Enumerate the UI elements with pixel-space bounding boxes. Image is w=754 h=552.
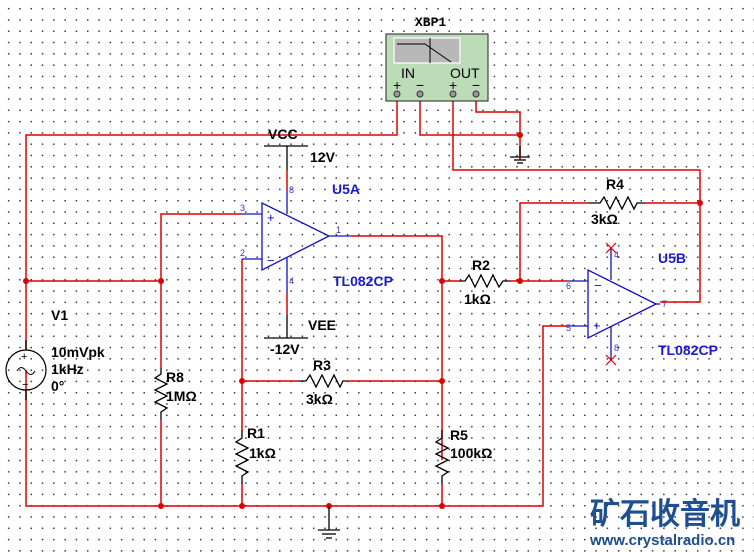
xbp-out-label: OUT bbox=[450, 65, 480, 81]
wire-ground-bus[interactable] bbox=[25, 325, 568, 507]
resistor-r4[interactable]: R4 3kΩ bbox=[588, 176, 645, 227]
vcc-label: VCC bbox=[268, 126, 298, 142]
pin-number: 8 bbox=[614, 343, 619, 353]
resistor-r5[interactable]: R5 100kΩ bbox=[434, 427, 492, 484]
xbp-in-label: IN bbox=[401, 65, 415, 81]
xbp-in-minus-label: − bbox=[416, 77, 424, 93]
xbp-out-plus-terminal[interactable] bbox=[449, 90, 457, 98]
ground-symbol-top bbox=[510, 146, 530, 164]
r5-value-label: 100kΩ bbox=[450, 445, 492, 461]
vcc-supply[interactable]: VCC 12V bbox=[264, 126, 336, 170]
sine-source-icon bbox=[5, 349, 47, 391]
r8-ref-label: R8 bbox=[166, 369, 184, 385]
v1-amplitude: 10mVpk bbox=[51, 344, 105, 360]
pin-number: 2 bbox=[240, 248, 245, 258]
v1-phase: 0° bbox=[51, 378, 64, 394]
wire-u5a-out[interactable] bbox=[352, 235, 443, 460]
plus-sign: + bbox=[593, 318, 601, 333]
bode-plotter-xbp1[interactable]: XBP1 IN OUT + − + − bbox=[385, 15, 489, 102]
junction-dot bbox=[158, 503, 164, 509]
wire-r4-left[interactable] bbox=[519, 202, 588, 281]
junction-dot bbox=[439, 503, 445, 509]
r1-value-label: 1kΩ bbox=[249, 445, 276, 461]
pin-number: 5 bbox=[566, 323, 571, 333]
pin-number: 7 bbox=[662, 299, 667, 309]
opamp-u5a[interactable]: + − 3 2 1 8 4 U5A TL082CP bbox=[240, 181, 393, 293]
watermark-title: 矿石收音机 bbox=[590, 497, 740, 532]
wire-v1-to-xbp-in[interactable] bbox=[25, 95, 398, 350]
pin-number: 6 bbox=[566, 281, 571, 291]
opamp-u5a-body bbox=[261, 201, 331, 272]
opamp-u5b-body bbox=[587, 268, 658, 340]
pin-number: 8 bbox=[289, 185, 294, 195]
xbp-out-minus-terminal[interactable] bbox=[472, 90, 480, 98]
xbp-in-plus-label: + bbox=[393, 77, 401, 93]
xbp-out-plus-label: + bbox=[449, 77, 457, 93]
r8-value-label: 1MΩ bbox=[166, 388, 197, 404]
junction-dot bbox=[517, 278, 523, 284]
junction-dot bbox=[439, 378, 445, 384]
xbp-in-plus-terminal[interactable] bbox=[393, 90, 401, 98]
junction-dot bbox=[239, 503, 245, 509]
pin-number: 1 bbox=[336, 225, 341, 235]
junction-dot bbox=[239, 378, 245, 384]
r5-ref-label: R5 bbox=[450, 427, 468, 443]
u5b-ref-label: U5B bbox=[658, 250, 686, 266]
resistor-r3[interactable]: R3 3kΩ bbox=[298, 357, 346, 407]
u5a-model-label: TL082CP bbox=[333, 273, 393, 289]
no-connect-marker bbox=[605, 242, 617, 366]
vcc-value: 12V bbox=[310, 149, 336, 165]
junction-dot bbox=[517, 132, 523, 138]
vee-supply[interactable]: VEE -12V bbox=[264, 315, 336, 357]
minus-sign: − bbox=[22, 379, 28, 391]
minus-sign: − bbox=[267, 253, 275, 268]
vee-value: -12V bbox=[270, 341, 300, 357]
r2-ref-label: R2 bbox=[472, 257, 490, 273]
wire-xbp-out-plus-to-u5b-out[interactable] bbox=[452, 95, 701, 303]
junction-dot bbox=[158, 278, 164, 284]
opamp-u5b[interactable]: − + 6 5 7 4 8 U5B TL082CP bbox=[566, 242, 718, 366]
minus-sign: − bbox=[594, 278, 602, 293]
r4-value-label: 3kΩ bbox=[591, 211, 618, 227]
r2-value-label: 1kΩ bbox=[464, 291, 491, 307]
pin-number: 4 bbox=[289, 276, 294, 286]
wire-xbp-in-minus-to-gnd[interactable] bbox=[419, 95, 521, 160]
watermark-url: www.crystalradio.cn bbox=[589, 532, 735, 549]
plus-sign: + bbox=[21, 351, 27, 363]
xbp-ref-label: XBP1 bbox=[415, 15, 446, 30]
wire-r8-top[interactable] bbox=[160, 213, 242, 281]
v1-frequency: 1kHz bbox=[51, 361, 84, 377]
watermark: 矿石收音机 www.crystalradio.cn bbox=[589, 497, 740, 549]
resistor-r8[interactable]: R8 1MΩ bbox=[153, 368, 197, 420]
vee-label: VEE bbox=[308, 317, 336, 333]
lowpass-curve-icon bbox=[397, 43, 452, 63]
pin-number: 3 bbox=[240, 203, 245, 213]
resistor-r2[interactable]: R2 1kΩ bbox=[460, 257, 510, 307]
junction-dot bbox=[23, 278, 29, 284]
r4-ref-label: R4 bbox=[606, 176, 624, 192]
wires bbox=[25, 95, 701, 507]
pin-number: 4 bbox=[614, 250, 619, 260]
u5a-ref-label: U5A bbox=[332, 181, 360, 197]
r3-ref-label: R3 bbox=[313, 357, 331, 373]
sine-wave-icon bbox=[16, 367, 36, 375]
ground-symbol-bottom bbox=[318, 506, 340, 539]
junction-dot bbox=[697, 200, 703, 206]
plus-sign: + bbox=[267, 210, 275, 225]
xbp-out-minus-label: − bbox=[472, 77, 480, 93]
junction-dot bbox=[439, 278, 445, 284]
r1-ref-label: R1 bbox=[247, 425, 265, 441]
r3-value-label: 3kΩ bbox=[306, 391, 333, 407]
resistor-r1[interactable]: R1 1kΩ bbox=[234, 425, 276, 484]
v1-ref-label: V1 bbox=[51, 307, 68, 323]
xbp-in-minus-terminal[interactable] bbox=[416, 90, 424, 98]
wire-xbp-out-minus[interactable] bbox=[475, 95, 521, 135]
xbp-display bbox=[393, 37, 461, 64]
ac-source-v1[interactable]: + − V1 10mVpk 1kHz 0° bbox=[5, 307, 105, 400]
junctions bbox=[23, 132, 703, 509]
u5b-model-label: TL082CP bbox=[658, 342, 718, 358]
